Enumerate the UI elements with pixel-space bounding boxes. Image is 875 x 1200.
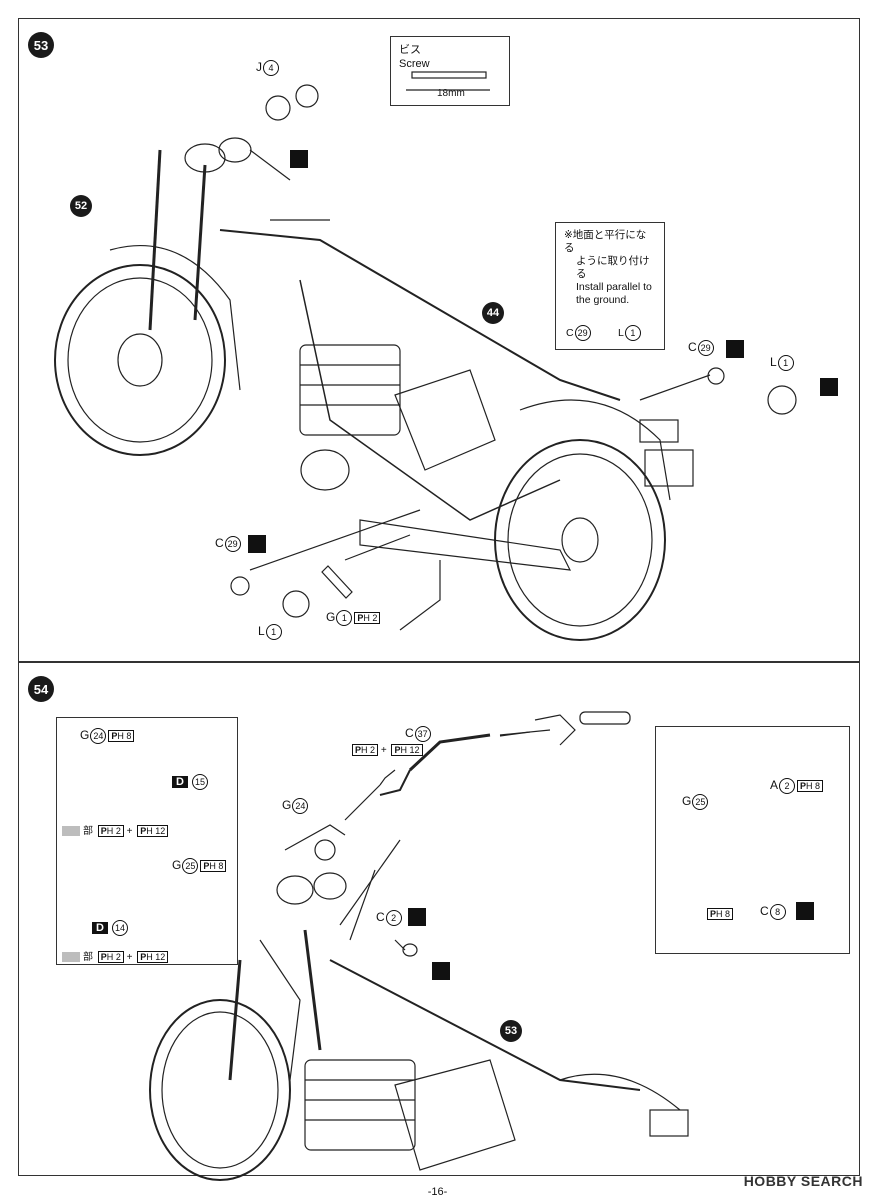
- cement-icon: [248, 535, 266, 553]
- cement-icon: [820, 378, 838, 396]
- step-53-badge: 53: [28, 32, 54, 58]
- ref-badge-52: 52: [70, 195, 92, 217]
- ref-badge-53: 53: [500, 1020, 522, 1042]
- note-en-line1: Install parallel to: [576, 281, 652, 293]
- screw-title-en: Screw: [399, 58, 430, 70]
- engine-block: [299, 344, 401, 436]
- speedometer: [184, 143, 226, 173]
- cement-icon: [408, 908, 426, 926]
- screw-illustration: [411, 71, 487, 79]
- front-wheel-54: [149, 999, 291, 1181]
- tachometer: [218, 137, 252, 163]
- cement-icon: [796, 902, 814, 920]
- engine-block-54: [304, 1059, 416, 1151]
- paint-note-2: 部 PH 2 + PH 12: [62, 948, 169, 963]
- license-plate: [644, 449, 694, 487]
- ref-badge-44: 44: [482, 302, 504, 324]
- step-54-badge: 54: [28, 676, 54, 702]
- page-number: -16-: [427, 1186, 448, 1198]
- left-switch-detail-box: [56, 717, 238, 965]
- install-parallel-note: ※地面と平行になる ように取り付ける Install parallel to t…: [555, 222, 665, 350]
- note-jp-line1: ※地面と平行になる: [564, 229, 647, 254]
- side-cover: [394, 369, 496, 471]
- cement-icon: [290, 150, 308, 168]
- cement-icon: [726, 340, 744, 358]
- front-wheel: [54, 264, 226, 456]
- right-switch-detail-box: [655, 726, 850, 954]
- note-en-line2: the ground.: [576, 294, 630, 306]
- note-jp-line2: ように取り付ける: [576, 255, 650, 280]
- screw-info-box: ビス Screw 18mm: [390, 36, 510, 106]
- watermark: HOBBY SEARCH: [743, 1173, 863, 1189]
- paint-note-1: 部 PH 2 + PH 12: [62, 822, 169, 837]
- cement-icon: [432, 962, 450, 980]
- screw-length: 18mm: [437, 88, 465, 99]
- taillight: [639, 419, 679, 443]
- screw-title-jp: ビス: [399, 44, 421, 56]
- callout-ph2-ph12: PH 2 + PH 12: [350, 744, 423, 756]
- handlebar: [408, 733, 491, 772]
- callout-ph8: PH 8: [705, 908, 734, 920]
